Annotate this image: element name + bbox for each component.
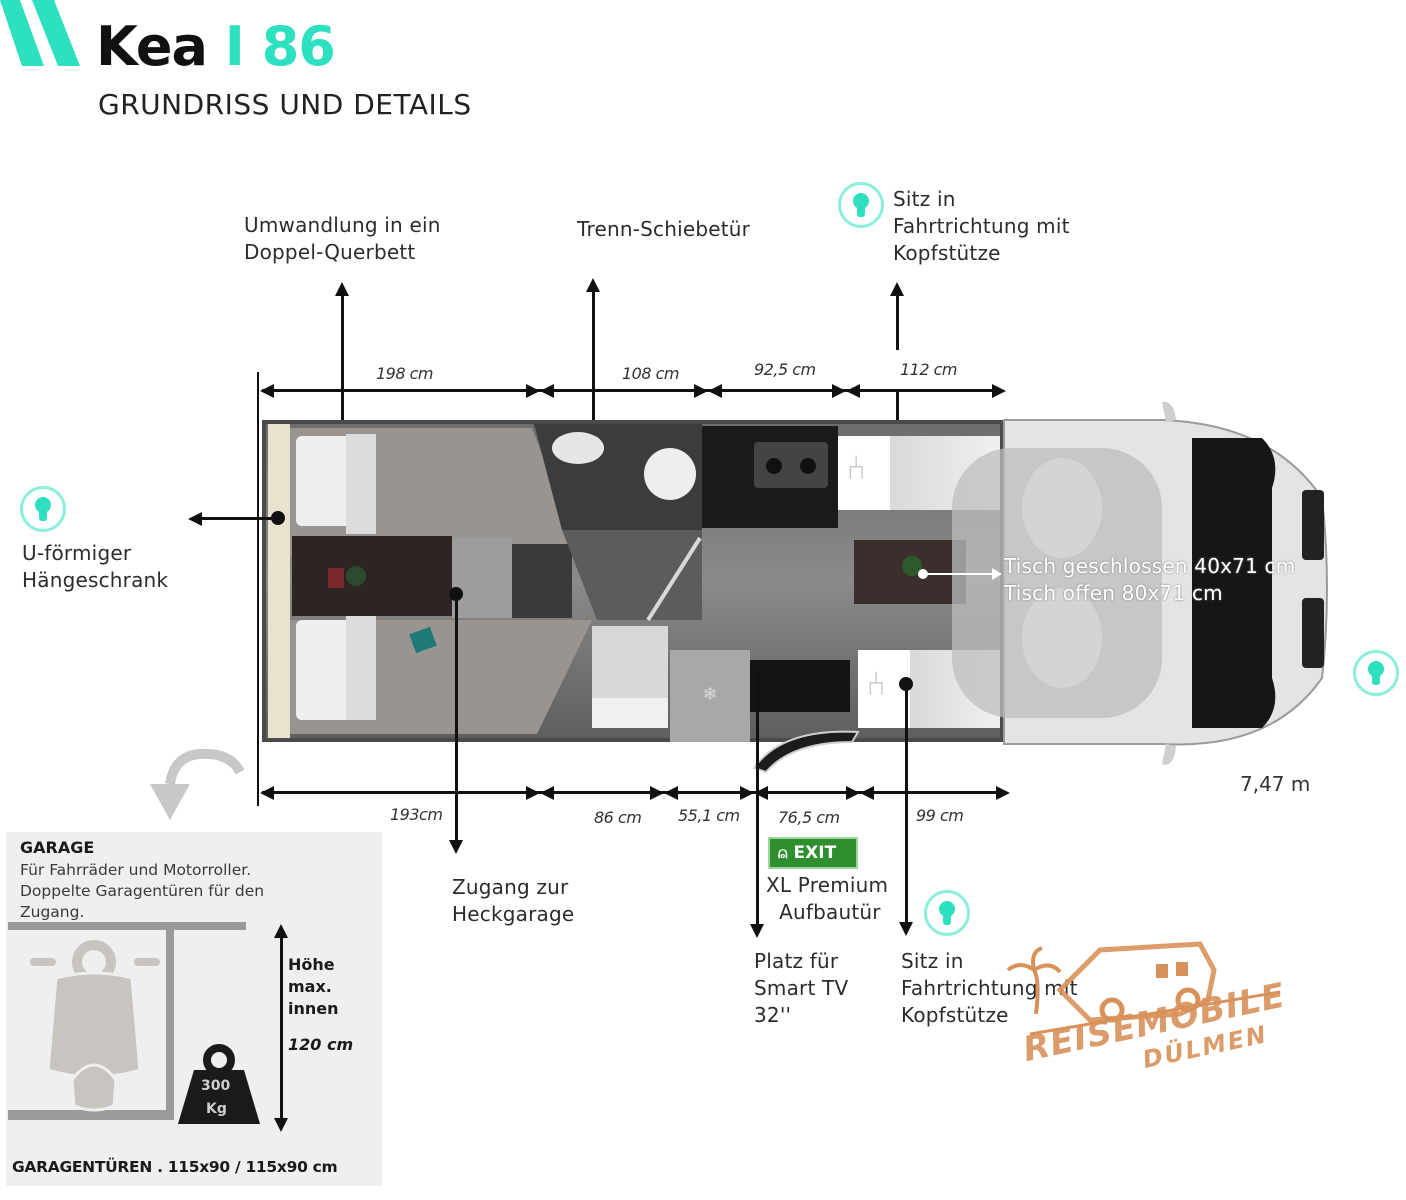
arrow-down-icon <box>449 840 463 854</box>
dim-bottom-1: 193cm <box>390 805 443 824</box>
lightbulb-icon <box>20 486 66 532</box>
model-name: Kea <box>96 15 208 78</box>
extent-line-left <box>257 372 259 806</box>
height-arrow <box>280 932 283 1122</box>
page-title: Kea I 86 <box>96 14 336 80</box>
arrow-right-icon <box>526 786 540 800</box>
garage-illustration <box>6 920 266 1130</box>
dim-bottom-5: 99 cm <box>916 806 964 825</box>
arrow-left-icon <box>540 384 554 398</box>
exit-sign: ⍝ EXIT <box>768 837 858 869</box>
arrow-left-icon <box>754 786 768 800</box>
arrow-down-icon <box>274 1118 288 1132</box>
lightbulb-icon <box>1353 650 1399 696</box>
arrow-left-icon <box>708 384 722 398</box>
arrow-right-icon <box>996 786 1010 800</box>
dim-top-3: 92,5 cm <box>754 360 816 379</box>
height-label: Höhe max. innen <box>288 955 339 1018</box>
arrow-down-icon <box>899 922 913 936</box>
callout-table: Tisch geschlossen 40x71 cm Tisch offen 8… <box>1004 554 1296 605</box>
arrow-up-icon <box>335 282 349 296</box>
brand-stripes-logo <box>0 0 90 66</box>
seat-icon: ⑃ <box>846 448 867 488</box>
leader-table <box>926 573 994 575</box>
running-man-icon: ⍝ <box>778 843 788 862</box>
arrow-up-icon <box>586 278 600 292</box>
arrow-left-icon <box>260 384 274 398</box>
arrow-left-icon <box>846 384 860 398</box>
dim-top-4: 112 cm <box>900 360 958 379</box>
model-separator: I <box>224 15 245 78</box>
dim-bottom-4: 76,5 cm <box>778 808 840 827</box>
callout-bed-conversion: Umwandlung in ein Doppel-Querbett <box>244 213 441 264</box>
seat-icon: ⑃ <box>866 664 887 704</box>
arrow-right-icon <box>694 384 708 398</box>
arrow-right-icon <box>650 786 664 800</box>
height-value: 120 cm <box>288 1035 354 1054</box>
arrow-right-icon <box>740 786 754 800</box>
leader-garage-access <box>455 594 458 842</box>
dim-top-2: 108 cm <box>622 364 680 383</box>
page-subtitle: GRUNDRISS UND DETAILS <box>98 88 472 121</box>
callout-sliding-door: Trenn-Schiebetür <box>577 217 751 241</box>
garage-arrow-icon <box>140 748 250 828</box>
arrow-right-icon <box>846 786 860 800</box>
callout-garage-access: Zugang zur Heckgarage <box>452 875 575 926</box>
svg-text:❄: ❄ <box>702 684 717 705</box>
arrow-up-icon <box>274 924 288 938</box>
model-number: 86 <box>261 15 336 78</box>
garage-doors: GARAGENTÜREN . 115x90 / 115x90 cm <box>12 1158 338 1176</box>
leader-seat-top <box>896 290 899 350</box>
garage-description: Für Fahrräder und Motorroller. Doppelte … <box>20 861 265 921</box>
callout-wardrobe: U-förmiger Hängeschrank <box>22 541 169 592</box>
marker-dot <box>271 511 285 525</box>
dim-line-top <box>262 389 1000 392</box>
callout-seat-top: Sitz in Fahrtrichtung mit Kopfstütze <box>893 187 1070 265</box>
arrow-up-icon <box>890 282 904 296</box>
dim-top-1: 198 cm <box>376 364 434 383</box>
callout-entry-door: XL Premium Aufbautür <box>766 873 889 924</box>
arrow-right-icon <box>832 384 846 398</box>
dim-line-bottom <box>262 791 1006 794</box>
arrow-left-icon <box>860 786 874 800</box>
lightbulb-icon <box>924 890 970 936</box>
weight-unit: Kg <box>206 1101 227 1117</box>
arrow-left-icon <box>664 786 678 800</box>
dim-bottom-3: 55,1 cm <box>678 806 740 825</box>
total-length: 7,47 m <box>1240 772 1311 796</box>
arrow-left-icon <box>260 786 274 800</box>
arrow-right-icon <box>992 568 1002 580</box>
lightbulb-icon <box>838 182 884 228</box>
marker-dot <box>918 569 928 579</box>
weight-icon <box>176 1044 262 1126</box>
dealer-logo-watermark <box>1000 930 1300 1080</box>
exit-label: EXIT <box>793 843 837 863</box>
floor-plan: ❄ <box>262 398 1342 778</box>
leader-seat-bottom <box>905 684 908 924</box>
garage-title: GARAGE <box>20 838 95 857</box>
leader-wardrobe <box>200 517 276 520</box>
arrow-right-icon <box>526 384 540 398</box>
dim-bottom-2: 86 cm <box>594 808 642 827</box>
weight-value: 300 <box>201 1078 231 1094</box>
arrow-left-icon <box>540 786 554 800</box>
arrow-down-icon <box>750 924 764 938</box>
arrow-right-icon <box>992 384 1006 398</box>
arrow-left-icon <box>188 512 202 526</box>
callout-smart-tv: Platz für Smart TV 32'' <box>754 949 849 1027</box>
